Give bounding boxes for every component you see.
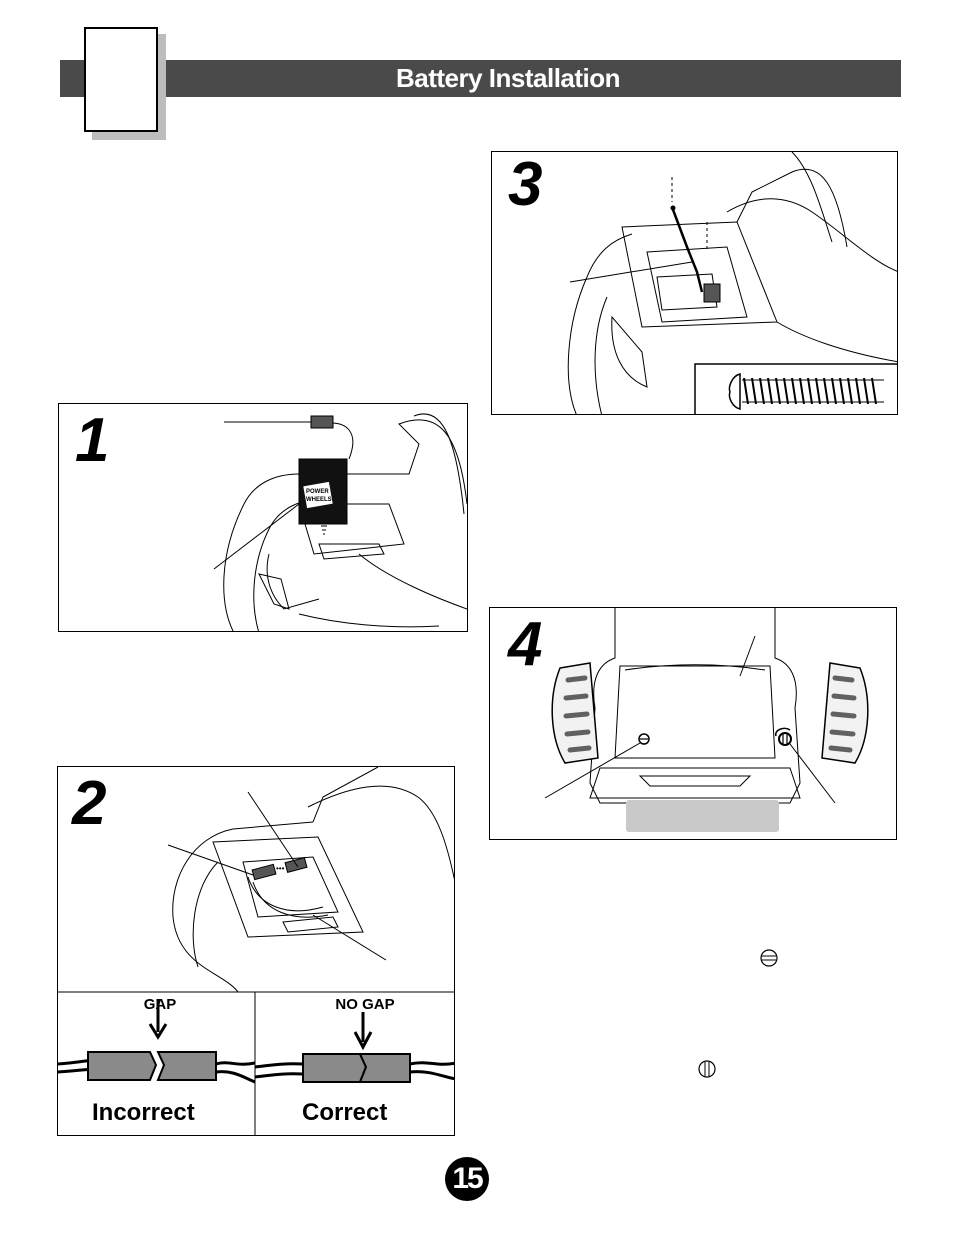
step-1-illustration: POWER WHEELS [213,413,467,631]
step-2-illustration: ••• [58,767,454,1135]
incorrect-label: Incorrect [92,1099,195,1126]
vertical-slot-icon [698,1060,716,1078]
step-3-panel: 3 [491,151,898,415]
step-4-number: 4 [508,610,543,679]
step-4-illustration [544,608,869,804]
gap-indicator: GAP [143,996,177,1013]
page-title: Battery Installation [395,63,621,93]
section-tab [84,27,158,132]
label-placeholder-plate [626,800,779,832]
step-1-number: 1 [75,406,110,475]
step-2-number: 2 [72,769,107,838]
step-2-panel: ••• 2 GAP NO GAP Incorrect Correct [57,766,455,1136]
no-gap-indicator: NO GAP [335,996,395,1013]
step-3-number: 3 [508,151,543,219]
battery-brand-line1: POWER [306,489,329,495]
battery-brand-line2: WHEELS [306,497,332,503]
screw-thread [742,377,884,405]
step-1-panel: POWER WHEELS 1 [58,403,468,632]
correct-label: Correct [302,1099,388,1126]
horizontal-slot-icon [760,949,778,967]
page-number: 15 [445,1157,489,1201]
header-bar [60,60,901,97]
svg-text:•••: ••• [276,864,285,873]
step-3-illustration [567,152,897,414]
